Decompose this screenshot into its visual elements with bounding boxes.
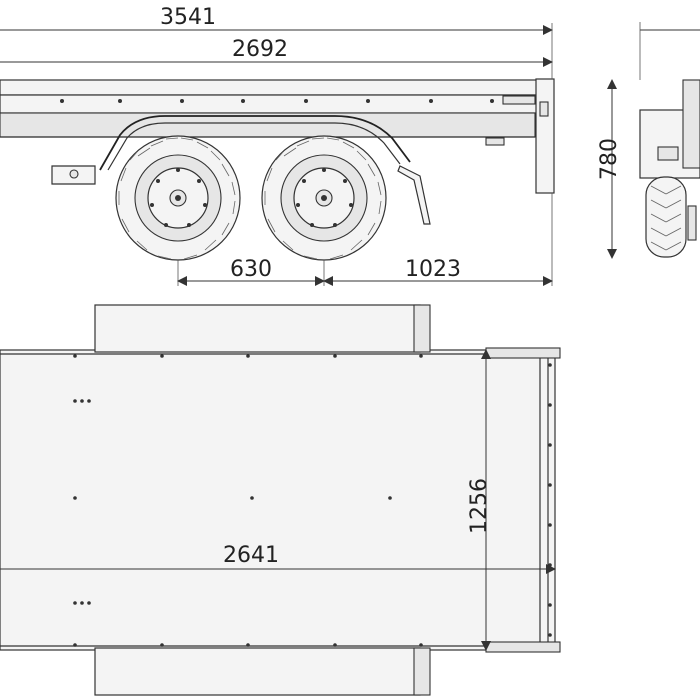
dimension-630-label: 630 [230, 257, 272, 282]
rear-view: 780 [597, 22, 700, 259]
side-wheel-left [115, 135, 241, 261]
top-fender-upper-end [413, 304, 431, 353]
rear-leg [397, 165, 431, 225]
dimension-3541-label: 3541 [160, 5, 216, 30]
top-fender-lower [94, 647, 421, 696]
fender-outer [99, 115, 411, 171]
top-view: 2641 1256 [0, 304, 561, 696]
side-view: 3541 2692 630 1023 [0, 5, 555, 286]
top-rear-latch-lower [485, 641, 561, 653]
dimension-2641-label: 2641 [223, 543, 279, 568]
side-bolts [60, 99, 494, 103]
top-rear-latch-upper [485, 347, 561, 359]
side-deck-side-board [0, 94, 546, 114]
dimension-780-label: 780 [597, 138, 622, 180]
front-support-bolt [69, 169, 79, 179]
dimension-1023-label: 1023 [405, 257, 461, 282]
rear-wheel-tread [650, 185, 682, 251]
side-chassis-beam [0, 112, 536, 138]
side-wheel-right [261, 135, 387, 261]
rear-latch [502, 95, 536, 105]
fender-inner [107, 122, 401, 171]
side-marker-plate [485, 137, 505, 146]
top-bolts [73, 354, 552, 647]
rear-wheel [645, 176, 687, 258]
rear-post [535, 78, 555, 194]
top-deck [0, 349, 556, 651]
rear-light [657, 146, 679, 161]
rear-post-right [682, 79, 700, 169]
side-deck-top-rail [0, 79, 553, 96]
dimension-1256-label: 1256 [467, 478, 492, 534]
rear-latch-pin [539, 101, 549, 117]
top-fender-lower-end [413, 647, 431, 696]
rear-support-leg [687, 205, 697, 241]
top-fender-upper [94, 304, 421, 353]
dimension-2692-label: 2692 [232, 37, 288, 62]
